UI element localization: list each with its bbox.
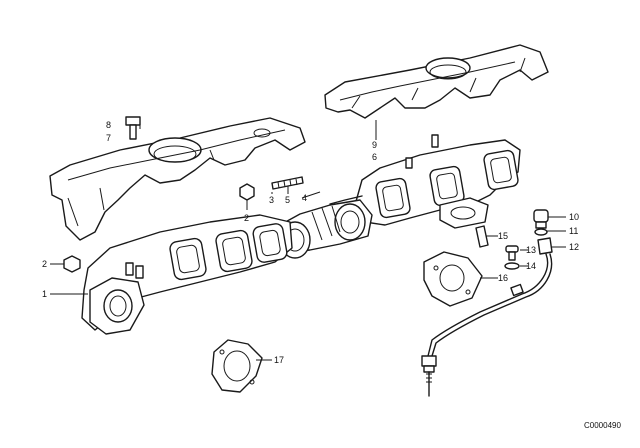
bolt-8 (125, 116, 141, 140)
rear-heat-shield (324, 44, 549, 119)
callout-4: 4 (302, 193, 307, 203)
callout-15: 15 (498, 231, 508, 241)
nut-2-center (239, 183, 255, 201)
nut-2-left (63, 255, 81, 273)
callout-16: 16 (498, 273, 508, 283)
callout-17: 17 (274, 355, 284, 365)
rear-exhaust-manifold (329, 134, 521, 229)
callout-14: 14 (526, 261, 536, 271)
exhaust-temperature-line (421, 253, 553, 397)
front-heat-shield (49, 117, 306, 241)
callout-10: 10 (569, 212, 579, 222)
washer-14 (504, 262, 520, 270)
leader-lines (50, 120, 566, 361)
gasket-rear (423, 251, 483, 307)
plug-10 (533, 209, 549, 229)
callout-7: 7 (106, 133, 111, 143)
fitting-12 (537, 237, 553, 255)
gasket-front (211, 339, 263, 393)
callout-3: 3 (269, 195, 274, 205)
callout-2: 2 (42, 259, 47, 269)
callout-11: 11 (569, 226, 578, 236)
callout-1: 1 (42, 289, 47, 299)
callout-labels: 1 2 2 3 5 4 8 7 9 6 10 11 12 13 14 15 16… (42, 120, 579, 365)
callout-12: 12 (569, 242, 579, 252)
stud-15 (475, 225, 489, 248)
connecting-pipe (277, 199, 373, 259)
stud-3-5 (271, 176, 304, 190)
front-exhaust-manifold (81, 214, 293, 335)
diagram-code: C0000490 (584, 421, 621, 430)
callout-8: 8 (106, 120, 111, 130)
callout-6: 6 (372, 152, 377, 162)
bolt-13 (505, 245, 519, 261)
callout-2-center: 2 (244, 213, 249, 223)
callout-13: 13 (526, 245, 536, 255)
washer-11 (534, 228, 548, 236)
callout-5: 5 (285, 195, 290, 205)
callout-9: 9 (372, 140, 377, 150)
